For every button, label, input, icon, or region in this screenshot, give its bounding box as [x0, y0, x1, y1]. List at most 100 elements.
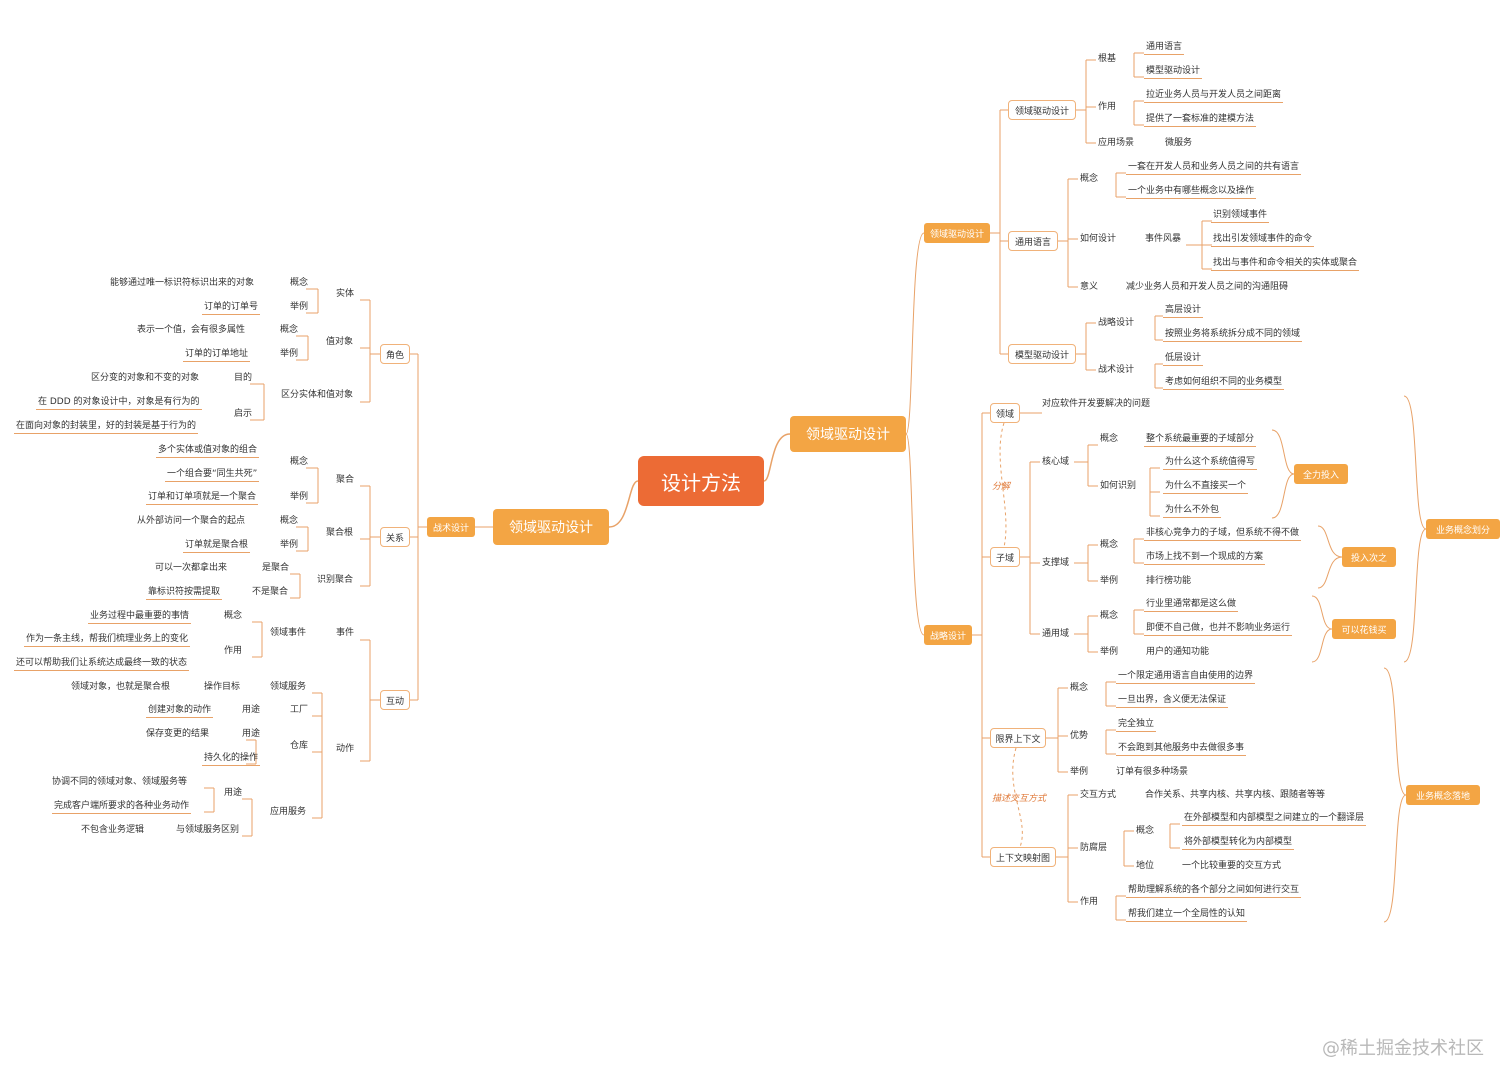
- node-relation[interactable]: 关系: [380, 527, 410, 547]
- label-domain-service: 领域服务: [270, 682, 307, 692]
- leaf: 低层设计: [1163, 352, 1204, 366]
- annotation-describe: 描述交互方式: [992, 794, 1047, 804]
- label-target: 操作目标: [204, 682, 241, 692]
- leaf: 一个限定通用语言自由使用的边界: [1116, 670, 1256, 684]
- leaf: 拉近业务人员与开发人员之间距离: [1144, 89, 1284, 103]
- label-repository: 仓库: [290, 741, 309, 751]
- label-concept: 概念: [1100, 434, 1119, 444]
- label-example: 举例: [1070, 767, 1089, 777]
- main-node-right[interactable]: 领域驱动设计: [790, 416, 906, 452]
- leaf: 帮助理解系统的各个部分之间如何进行交互: [1126, 884, 1302, 898]
- node-domain[interactable]: 领域: [990, 403, 1020, 423]
- leaf: 减少业务人员和开发人员之间的沟通阻碍: [1126, 282, 1289, 292]
- leaf: 按照业务将系统拆分成不同的领域: [1163, 328, 1303, 342]
- main-node-left[interactable]: 领域驱动设计: [493, 509, 609, 545]
- node-ddd[interactable]: 领域驱动设计: [1008, 100, 1076, 120]
- leaf: 区分变的对象和不变的对象: [91, 373, 200, 383]
- label-generic-domain: 通用域: [1042, 629, 1070, 639]
- label-hint: 启示: [234, 409, 253, 419]
- label-scene: 应用场景: [1098, 138, 1135, 148]
- leaf: 将外部模型转化为内部模型: [1182, 836, 1295, 850]
- leaf: 为什么不直接买一个: [1163, 480, 1249, 494]
- leaf: 模型驱动设计: [1144, 65, 1203, 79]
- branch-tactical-design[interactable]: 战术设计: [427, 517, 475, 537]
- label-entity: 实体: [336, 289, 355, 299]
- leaf: 合作关系、共享内核、共享内核、跟随者等等: [1145, 790, 1326, 800]
- label-tactical: 战术设计: [1098, 365, 1135, 375]
- leaf: 一个比较重要的交互方式: [1182, 861, 1282, 871]
- connector: [1311, 595, 1333, 663]
- label-event: 事件: [336, 628, 355, 638]
- connector: [999, 422, 1007, 548]
- label-status: 地位: [1136, 861, 1155, 871]
- label-goal: 目的: [234, 373, 253, 383]
- watermark: @稀土掘金技术社区: [1322, 1038, 1484, 1059]
- label-support-domain: 支撑域: [1042, 558, 1070, 568]
- leaf: 整个系统最重要的子域部分: [1144, 433, 1257, 447]
- label-concept: 概念: [1136, 826, 1155, 836]
- label-concept: 概念: [1070, 683, 1089, 693]
- leaf: 靠标识符按需提取: [146, 586, 223, 600]
- label-core-domain: 核心域: [1042, 457, 1070, 467]
- label-interact: 交互方式: [1080, 790, 1117, 800]
- label-not-aggregate: 不是聚合: [252, 587, 289, 597]
- leaf: 为什么这个系统值得写: [1163, 456, 1258, 470]
- label-aggregate-root: 聚合根: [326, 528, 354, 538]
- branch-strategic-design[interactable]: 战略设计: [924, 625, 972, 645]
- node-role[interactable]: 角色: [380, 344, 410, 364]
- root-node[interactable]: 设计方法: [638, 456, 764, 506]
- tag-full-investment[interactable]: 全力投入: [1294, 464, 1348, 484]
- label-example: 举例: [280, 540, 299, 550]
- label-effect: 作用: [1080, 897, 1099, 907]
- connector: [1012, 747, 1023, 848]
- leaf: 协调不同的领域对象、领域服务等: [52, 777, 188, 787]
- leaf: 订单就是聚合根: [183, 539, 251, 553]
- node-bounded-context[interactable]: 限界上下文: [990, 728, 1046, 748]
- leaf: 保存变更的结果: [146, 729, 210, 739]
- leaf: 从外部访问一个聚合的起点: [137, 516, 246, 526]
- label-domain-event: 领域事件: [270, 628, 307, 638]
- leaf: 识别领域事件: [1211, 209, 1270, 223]
- leaf: 订单的订单号: [202, 301, 261, 315]
- label-example: 举例: [1100, 576, 1119, 586]
- leaf: 订单有很多种场景: [1116, 767, 1189, 777]
- connector: [608, 480, 639, 528]
- leaf: 一套在开发人员和业务人员之间的共有语言: [1126, 161, 1302, 175]
- connector: [905, 433, 925, 636]
- leaf: 持久化的操作: [202, 752, 261, 766]
- node-subdomain[interactable]: 子域: [990, 547, 1020, 567]
- label-concept: 概念: [1080, 174, 1099, 184]
- node-ubiquitous-language[interactable]: 通用语言: [1008, 231, 1058, 251]
- label-example: 举例: [280, 349, 299, 359]
- label-use: 用途: [224, 788, 243, 798]
- node-context-map[interactable]: 上下文映射图: [990, 847, 1056, 867]
- node-model-driven[interactable]: 模型驱动设计: [1008, 344, 1076, 364]
- label-meaning: 意义: [1080, 282, 1099, 292]
- leaf: 不包含业务逻辑: [81, 825, 145, 835]
- label-concept: 概念: [224, 611, 243, 621]
- leaf: 市场上找不到一个现成的方案: [1144, 551, 1266, 565]
- label-concept: 概念: [290, 457, 309, 467]
- label-strategic: 战略设计: [1098, 318, 1135, 328]
- tag-business-division[interactable]: 业务概念划分: [1426, 519, 1500, 539]
- leaf: 用户的通知功能: [1146, 647, 1210, 657]
- connector: [1271, 429, 1295, 519]
- label-pros: 优势: [1070, 731, 1089, 741]
- label-identify: 如何识别: [1100, 481, 1137, 491]
- label-effect: 作用: [1098, 102, 1117, 112]
- branch-ddd[interactable]: 领域驱动设计: [924, 223, 990, 243]
- label-example: 举例: [1100, 647, 1119, 657]
- tag-buy[interactable]: 可以花钱买: [1332, 619, 1396, 639]
- node-interaction[interactable]: 互动: [380, 690, 410, 710]
- label-root-base: 根基: [1098, 54, 1117, 64]
- label-value-object: 值对象: [326, 337, 354, 347]
- leaf: 不会跑到其他服务中去做很多事: [1116, 742, 1247, 756]
- label-identify-aggregate: 识别聚合: [317, 575, 354, 585]
- leaf: 提供了一套标准的建模方法: [1144, 113, 1257, 127]
- tag-second-investment[interactable]: 投入次之: [1342, 547, 1396, 567]
- label-factory: 工厂: [290, 705, 309, 715]
- leaf: 即便不自己做，也并不影响业务运行: [1144, 622, 1293, 636]
- tag-business-landing[interactable]: 业务概念落地: [1406, 785, 1480, 805]
